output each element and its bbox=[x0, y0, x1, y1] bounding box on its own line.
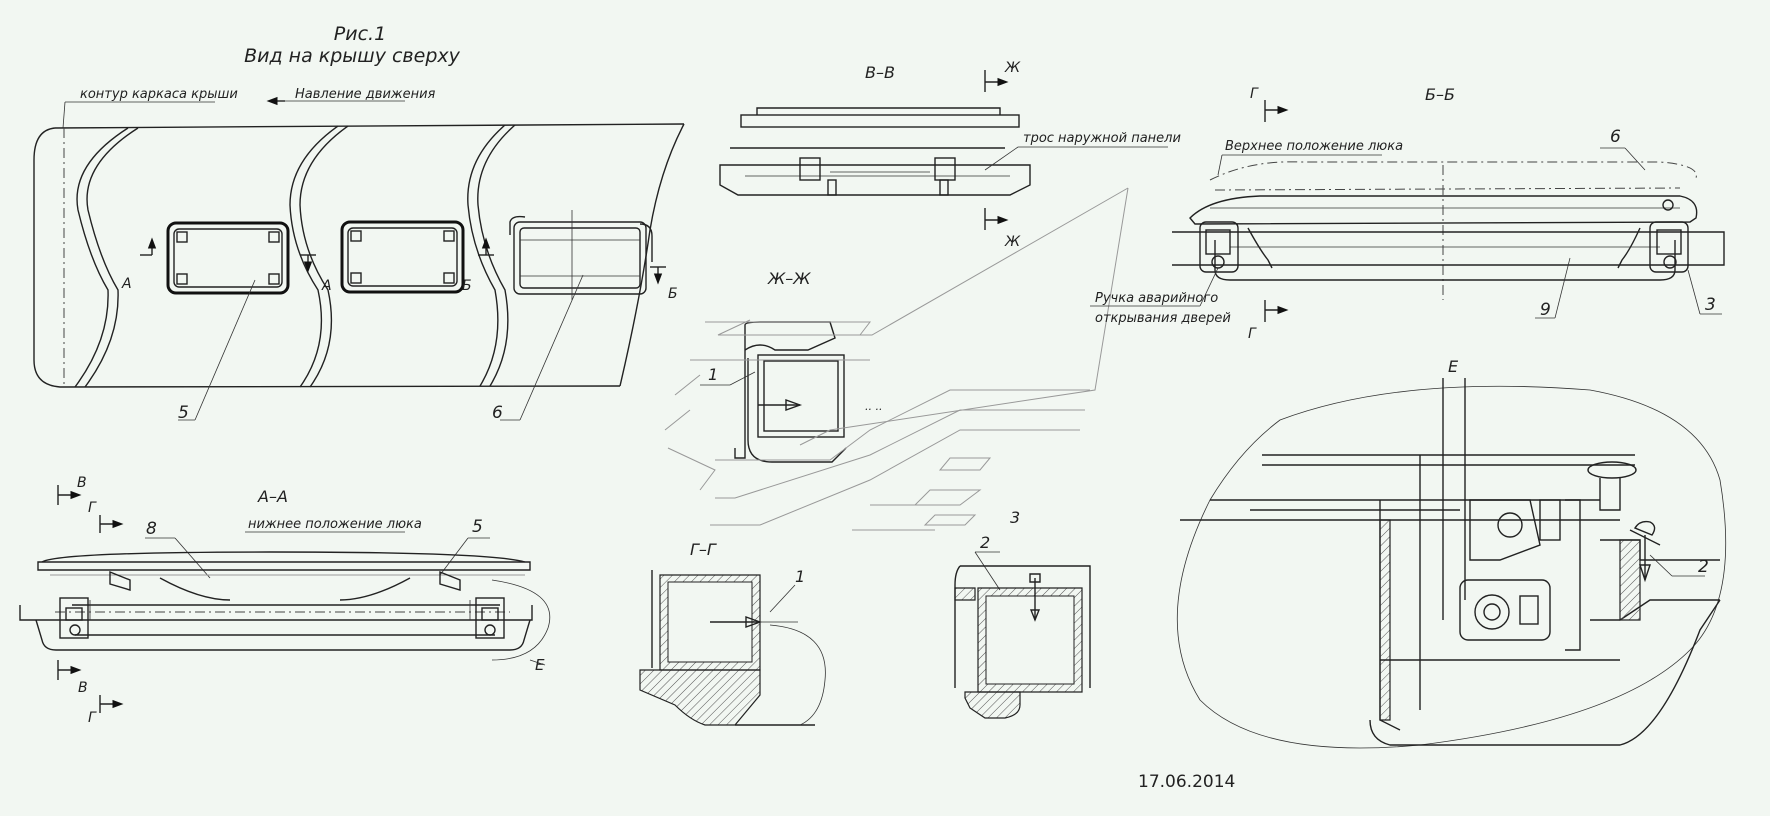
callout-6-bb: 6 bbox=[1610, 127, 1621, 147]
callout-5-top: 5 bbox=[178, 403, 189, 423]
roof-top-view: контур каркаса крыши Навление движения bbox=[33, 87, 685, 423]
detail-marker-e-aa: Е bbox=[535, 656, 545, 674]
dots: .. .. bbox=[865, 400, 882, 413]
marker-g-bb-bottom: Г bbox=[1248, 326, 1257, 342]
section-marker-b-left: Б bbox=[462, 278, 472, 294]
section-vv-title: В–В bbox=[865, 63, 895, 82]
callout-5-aa: 5 bbox=[472, 517, 483, 537]
section-marker-a-right: А bbox=[321, 278, 332, 294]
upper-position-label: Верхнее положение люка bbox=[1225, 139, 1403, 154]
section-bb: Б–Б Г Г Верхнее положение люка 6 bbox=[1090, 85, 1725, 342]
direction-label: Навление движения bbox=[295, 87, 436, 102]
section-aa-title: А–А bbox=[257, 487, 288, 506]
callout-1-gg: 1 bbox=[795, 567, 805, 586]
callout-6-top: 6 bbox=[492, 403, 503, 423]
callout-8: 8 bbox=[146, 519, 157, 539]
section-marker-a-left: А bbox=[121, 276, 132, 292]
marker-zh-top: Ж bbox=[1004, 60, 1021, 76]
marker-g-bottom: Г bbox=[88, 710, 97, 726]
detail-e-title: Е bbox=[1448, 357, 1459, 376]
section-small-23: 3 2 bbox=[954, 508, 1091, 719]
section-zhzh: Ж–Ж 1 .. .. bbox=[664, 187, 1129, 531]
figure-title: Рис.1 bbox=[334, 23, 386, 45]
marker-v-top: В bbox=[77, 475, 87, 491]
roof-contour-label: контур каркаса крыши bbox=[80, 87, 238, 102]
emergency-handle-label-1: Ручка аварийного bbox=[1095, 291, 1218, 306]
section-vv: В–В трос наружной панели Ж Ж bbox=[719, 60, 1181, 250]
callout-3-small: 3 bbox=[1010, 508, 1020, 527]
section-gg: Г–Г 1 bbox=[639, 540, 826, 726]
detail-e: Е 2 bbox=[1176, 357, 1727, 749]
marker-zh-bottom: Ж bbox=[1004, 234, 1021, 250]
figure-subtitle: Вид на крышу сверху bbox=[244, 45, 461, 67]
callout-2-e: 2 bbox=[1698, 557, 1709, 577]
drawing-date: 17.06.2014 bbox=[1138, 772, 1235, 792]
section-gg-title: Г–Г bbox=[690, 540, 717, 559]
callout-9: 9 bbox=[1540, 300, 1551, 320]
lower-position-label: нижнее положение люка bbox=[248, 517, 422, 532]
callout-3-bb: 3 bbox=[1705, 295, 1716, 315]
callout-1-zh: 1 bbox=[708, 365, 718, 384]
section-zhzh-title: Ж–Ж bbox=[767, 269, 811, 288]
marker-g-bb-top: Г bbox=[1250, 86, 1259, 102]
section-bb-title: Б–Б bbox=[1425, 85, 1455, 104]
marker-v-bottom: В bbox=[78, 680, 88, 696]
marker-g-top: Г bbox=[88, 500, 97, 516]
outer-panel-cable-label: трос наружной панели bbox=[1023, 131, 1181, 146]
section-aa: А–А нижнее положение люка 8 5 В Г bbox=[19, 475, 550, 726]
section-marker-b-right: Б bbox=[668, 286, 678, 302]
emergency-handle-label-2: открывания дверей bbox=[1095, 311, 1231, 326]
callout-2-small: 2 bbox=[980, 533, 990, 552]
